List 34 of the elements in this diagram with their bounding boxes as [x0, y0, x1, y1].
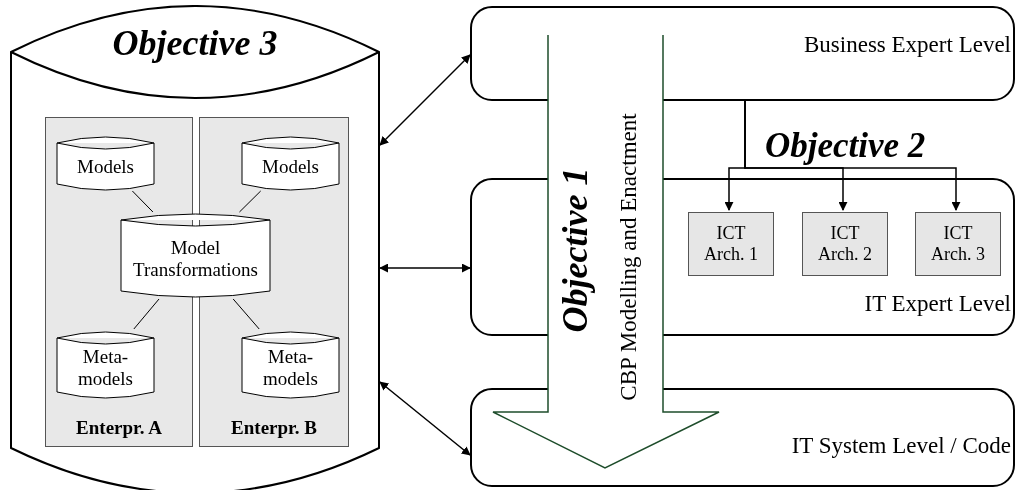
level-label: IT Expert Level [864, 292, 1011, 315]
cylinder-label: Model Transformations [132, 236, 259, 281]
database-cylinder [241, 135, 340, 192]
database-cylinder [56, 330, 155, 400]
architecture-label: ICT Arch. 2 [817, 223, 873, 265]
connector-line [131, 190, 154, 213]
arrow [379, 54, 471, 146]
architecture-box [802, 212, 888, 276]
level-label: Business Expert Level [804, 33, 1011, 56]
architecture-box [915, 212, 1001, 276]
arrow [744, 100, 961, 211]
objective-title: Objective 3 [111, 25, 279, 61]
arrow [379, 263, 471, 273]
database-cylinder [56, 135, 155, 192]
database-cylinder [241, 330, 340, 400]
architecture-label: ICT Arch. 3 [930, 223, 986, 265]
level-label: IT System Level / Code [791, 434, 1011, 457]
cylinder-label: Meta- models [262, 346, 319, 390]
database-cylinder [120, 212, 271, 299]
panel-label: Enterpr. A [75, 415, 163, 440]
connector-line [238, 190, 262, 213]
cylinder-container [10, 5, 380, 490]
architecture-label: ICT Arch. 1 [703, 223, 759, 265]
cylinder-label: Models [261, 155, 320, 178]
cylinder-label: Models [76, 155, 135, 178]
objective-title: Objective 2 [765, 128, 926, 163]
connector-line [133, 298, 160, 330]
connector-line [232, 298, 260, 330]
panel-label: Enterpr. B [230, 415, 318, 440]
objective-title: Objective 1 [557, 167, 593, 333]
cylinder-label: Meta- models [77, 346, 134, 390]
block-arrow [492, 34, 720, 469]
arrow [379, 381, 471, 456]
architecture-box [688, 212, 774, 276]
